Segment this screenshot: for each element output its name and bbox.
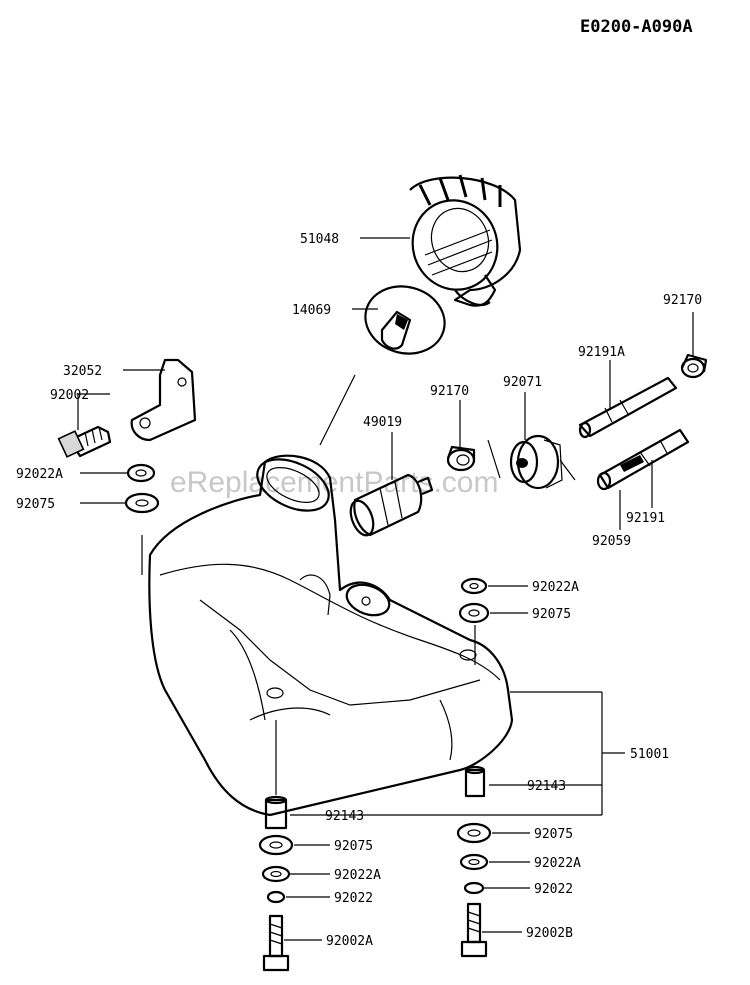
watermark: eReplacementParts.com [170,466,498,499]
label-92022A-right: 92022A [532,580,579,595]
diagram-code: E0200-A090A [580,17,693,37]
label-92143-right: 92143 [527,779,566,794]
label-92059: 92059 [592,534,631,549]
label-92170-top: 92170 [663,293,702,308]
part-92075-bottom-left[interactable] [258,834,294,856]
part-32052-bracket[interactable] [130,358,197,442]
label-92022A-bottom-left: 92022A [334,868,381,883]
part-92143-right[interactable] [464,765,486,798]
label-92022-bottom-left: 92022 [334,891,373,906]
label-51048: 51048 [300,232,339,247]
part-92022-bottom-left[interactable] [266,890,286,904]
part-92022A-left[interactable] [126,463,156,483]
part-92075-right[interactable] [458,602,490,624]
part-92075-left[interactable] [124,492,160,514]
label-92191A: 92191A [578,345,625,360]
part-92191A-tube[interactable] [578,376,678,439]
part-92022A-bottom-left[interactable] [261,865,291,883]
part-92170-top[interactable] [680,353,708,379]
label-92002: 92002 [50,388,89,403]
part-92170-mid[interactable] [446,445,476,472]
part-92075-bottom-right[interactable] [456,822,492,844]
label-92022-bottom-right: 92022 [534,882,573,897]
part-92022A-right[interactable] [460,577,488,595]
label-92075-bottom-right: 92075 [534,827,573,842]
label-92022A-bottom-right: 92022A [534,856,581,871]
part-92071-grommet[interactable] [509,434,563,490]
label-14069: 14069 [292,303,331,318]
label-92075-right: 92075 [532,607,571,622]
leader-lines [77,237,694,941]
part-92022-bottom-right[interactable] [463,881,485,895]
part-51001-fuel-tank[interactable] [148,449,514,817]
label-92075-bottom-left: 92075 [334,839,373,854]
label-92002A: 92002A [326,934,373,949]
part-92002-bolt[interactable] [57,425,112,458]
label-49019: 49019 [363,415,402,430]
part-14069-plate[interactable] [358,278,452,362]
label-92022A-left: 92022A [16,467,63,482]
label-51001: 51001 [630,747,669,762]
part-92191-tube[interactable] [596,428,690,491]
label-92191: 92191 [626,511,665,526]
label-92075-left: 92075 [16,497,55,512]
part-92002B-bolt[interactable] [460,902,488,958]
part-92143-left[interactable] [264,795,288,830]
label-92071: 92071 [503,375,542,390]
part-51048-tank-cap[interactable] [400,174,522,307]
label-92170-mid: 92170 [430,384,469,399]
part-49019-fuel-filter[interactable] [346,473,434,538]
label-32052: 32052 [63,364,102,379]
part-92002A-bolt[interactable] [262,914,290,972]
label-92143-left: 92143 [325,809,364,824]
label-92002B: 92002B [526,926,573,941]
part-92022A-bottom-right[interactable] [459,853,489,871]
